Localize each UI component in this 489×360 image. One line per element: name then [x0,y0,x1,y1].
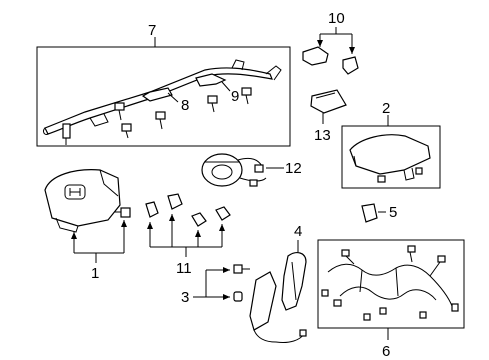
connector-part [215,206,231,221]
connector-group: 11 [145,193,231,277]
callout-4: 4 [294,223,302,240]
curtain-airbag-box [36,46,291,147]
callout-11: 11 [176,260,192,277]
callout-1: 1 [91,265,99,282]
nut-icon [233,291,243,302]
clip-9-part [195,73,227,87]
passenger-airbag-part [349,134,431,175]
nut-icon [415,167,423,175]
bolt-icon [121,123,132,139]
side-airbag-part [249,271,277,331]
callout-13: 13 [314,127,331,144]
wire-harness-group: 6 [317,239,465,360]
driver-airbag-part [44,169,121,227]
srs-unit-group: 13 [310,89,347,144]
bolt-icon [114,207,131,218]
callout-8: 8 [181,97,189,114]
callout-5: 5 [389,204,397,221]
impact-sensor-part [302,46,329,66]
callout-7: 7 [148,22,156,39]
callout-9: 9 [231,88,239,105]
passenger-airbag-box [341,125,441,189]
small-sensor-group: 5 [361,203,397,223]
bolt-icon [233,264,250,274]
impact-sensor-part [342,56,359,75]
driver-airbag-group: 1 [44,169,131,282]
bolt-icon [241,87,252,105]
side-airbag-group: 3 [181,264,307,343]
connector-part [167,193,183,210]
wire-harness-box [317,239,465,329]
callout-2: 2 [382,100,390,117]
passenger-airbag-group: 2 [341,100,441,189]
callout-3: 3 [181,289,189,306]
sensor-group: 10 [302,10,359,75]
bolt-icon [207,95,218,113]
bolt-icon [155,111,166,130]
clip-8-part [141,87,173,102]
curtain-airbag-part [44,67,273,135]
nut-icon [377,175,386,183]
clock-spring-part [201,153,243,187]
connector-part [145,201,159,218]
srs-unit-part [310,89,347,114]
callout-6: 6 [382,343,390,360]
small-sensor-part [361,203,378,223]
connector-part [191,212,207,227]
curtain-airbag-group: 7 [36,22,291,147]
callout-10: 10 [328,10,345,27]
callout-12: 12 [285,160,302,177]
bolt-icon [114,102,125,121]
honda-logo-icon [64,184,86,200]
pretensioner-group: 4 [281,223,307,311]
clock-spring-group: 12 [201,153,302,187]
